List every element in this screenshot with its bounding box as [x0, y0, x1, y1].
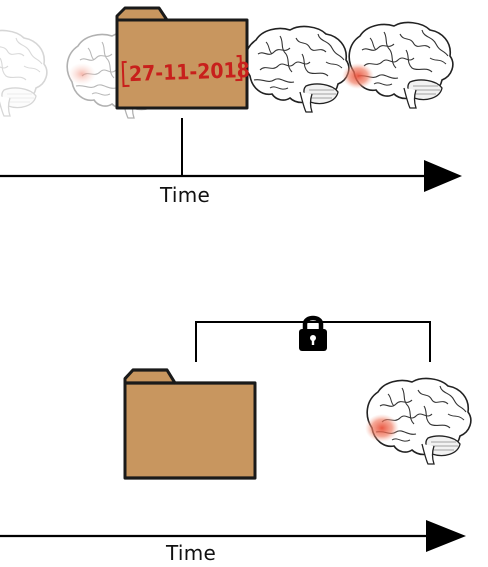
stamp-border [121, 54, 243, 88]
folder-icon-locked [123, 368, 257, 480]
brain-normal [244, 25, 350, 113]
folder-date-stamp: 27-11-2018 [128, 57, 251, 87]
lesion-highlight [342, 63, 374, 89]
bottom-panel [0, 315, 472, 552]
lesion-highlight-faded [68, 63, 96, 85]
lesion-highlight-bottom [365, 414, 399, 442]
top-panel [0, 6, 462, 192]
lock-bracket [195, 321, 431, 362]
time-axis-arrowhead-top [424, 160, 462, 192]
folder-icon [115, 6, 249, 110]
time-axis-arrowhead-bottom [426, 520, 466, 552]
padlock-icon [299, 315, 327, 351]
brain-faded-left [0, 29, 48, 117]
time-axis-label-bottom: Time [166, 541, 217, 565]
time-axis-label-top: Time [160, 183, 211, 207]
